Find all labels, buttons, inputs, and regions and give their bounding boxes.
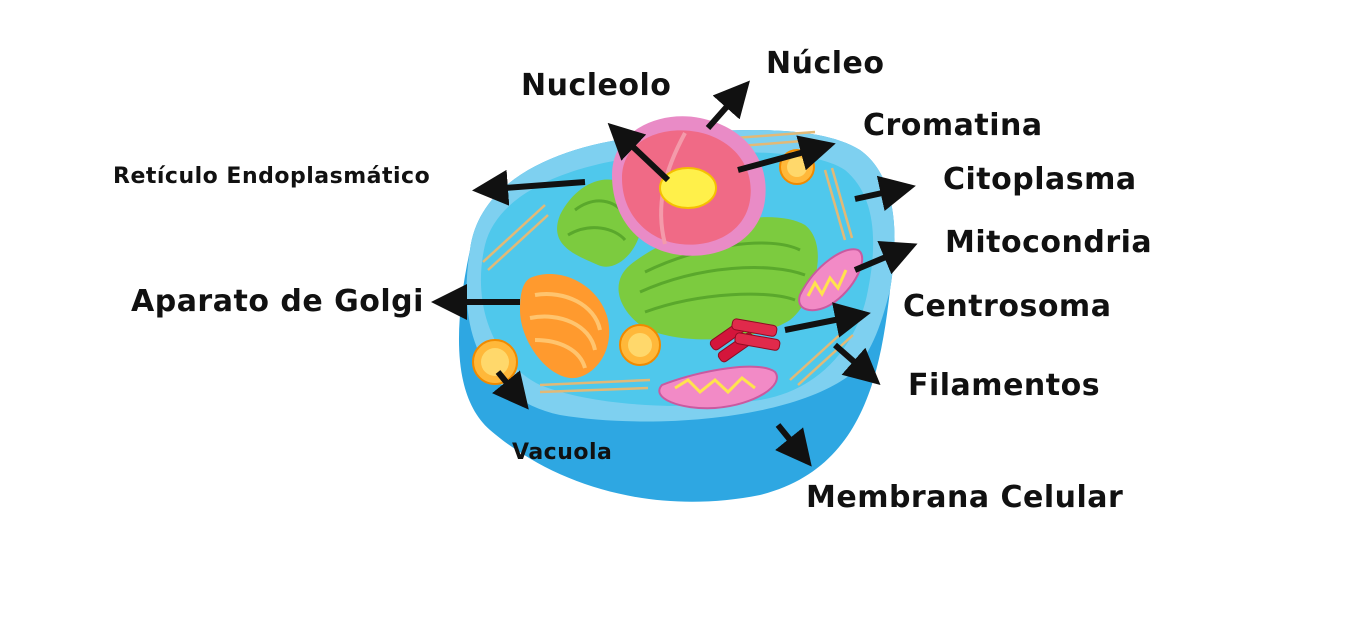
vacuole-2 [619, 324, 661, 366]
label-nucleo: Núcleo [766, 46, 885, 81]
label-citoplasma: Citoplasma [943, 162, 1137, 197]
arrow-filamentos [833, 342, 881, 385]
golgi-apparatus [520, 274, 610, 379]
pointer-arrows [431, 80, 918, 467]
filaments [482, 130, 854, 394]
arrow-nucleolo [607, 122, 671, 183]
label-centrosoma: Centrosoma [903, 289, 1112, 324]
label-cromatina: Cromatina [863, 108, 1043, 143]
arrow-mitocondria [853, 241, 918, 275]
label-reticulo-endoplasmatico: Retículo Endoplasmático [113, 164, 431, 189]
centrosome [709, 318, 781, 363]
arrow-vacuola [492, 370, 529, 410]
arrow-membrana [775, 423, 812, 467]
label-nucleolo: Nucleolo [521, 68, 672, 103]
arrow-nucleo [705, 80, 750, 130]
arrow-citoplasma [854, 175, 916, 211]
label-membrana-celular: Membrana Celular [806, 480, 1124, 515]
label-filamentos: Filamentos [908, 368, 1101, 403]
label-aparato-de-golgi: Aparato de Golgi [131, 284, 424, 319]
label-vacuola: Vacuola [512, 440, 613, 465]
arrow-cromatina [737, 135, 836, 173]
mitochondrion-2 [658, 365, 778, 410]
arrow-reticulo [472, 169, 586, 206]
arrow-centrosoma [784, 302, 871, 338]
label-mitocondria: Mitocondria [945, 225, 1153, 260]
vacuole [472, 339, 518, 385]
nucleolus [659, 167, 717, 209]
